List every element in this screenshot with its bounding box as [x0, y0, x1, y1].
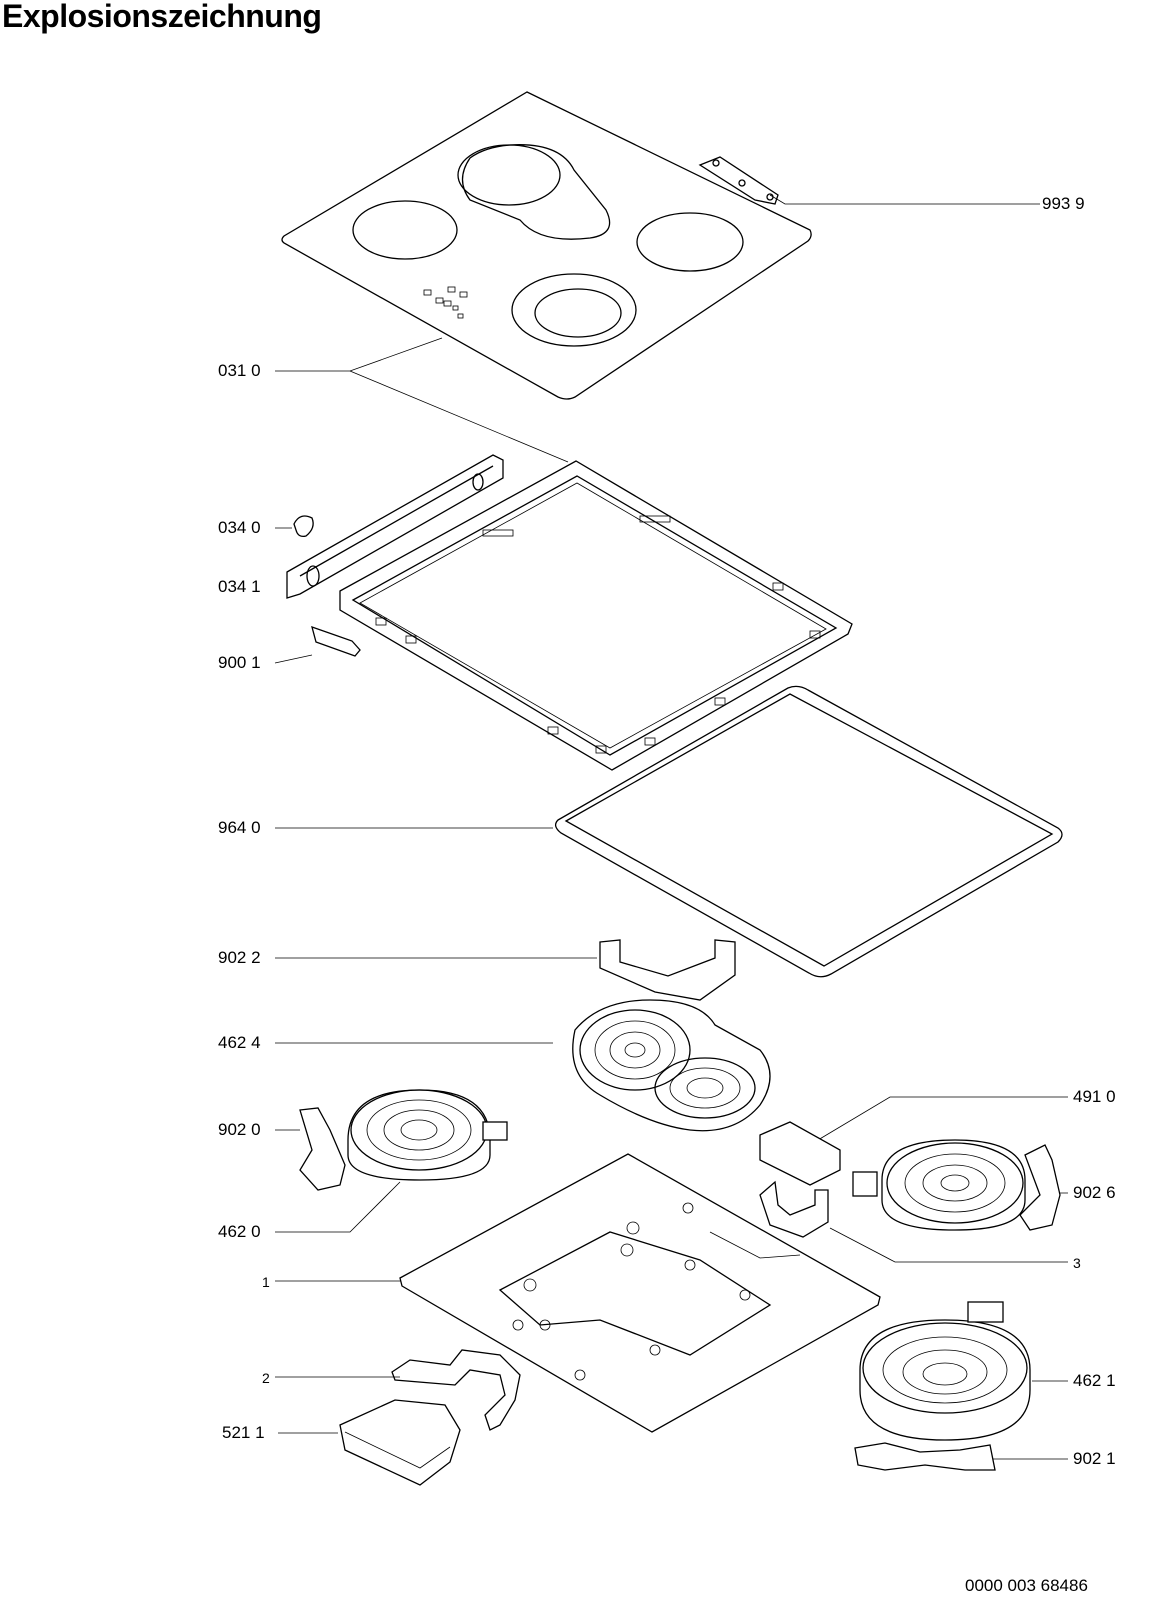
bottom-tray — [399, 1153, 881, 1433]
bracket-right — [1019, 1144, 1061, 1231]
part-label-9939: 993 9 — [1042, 194, 1085, 213]
part-label-9021: 902 1 — [1073, 1449, 1116, 1468]
part-label-4620: 462 0 — [218, 1222, 261, 1241]
leader-3 — [829, 1227, 1068, 1263]
gasket-seal — [554, 685, 1063, 978]
cooking-zone-left — [352, 200, 458, 260]
heat-shield-plate — [599, 939, 736, 1001]
part-label-9001: 900 1 — [218, 653, 261, 672]
control-module — [759, 1121, 841, 1186]
part-label-9020: 902 0 — [218, 1120, 261, 1139]
cooking-zone-front-inner — [534, 288, 622, 338]
leader-9939 — [769, 194, 1040, 205]
part-label-4621: 462 1 — [1073, 1371, 1116, 1390]
leader-lines — [274, 194, 1068, 1460]
bracket-bottom — [854, 1442, 996, 1471]
document-number: 0000 003 68486 — [965, 1576, 1088, 1595]
part-label-3: 3 — [1073, 1255, 1081, 1271]
part-label-9640: 964 0 — [218, 818, 261, 837]
part-label-9022: 902 2 — [218, 948, 261, 967]
heating-element-front — [859, 1301, 1031, 1441]
part-label-0310: 031 0 — [218, 361, 261, 380]
part-label-0341: 034 1 — [218, 577, 261, 596]
bracket-left — [299, 1107, 346, 1191]
part-label-0340: 034 0 — [218, 518, 261, 537]
bracket-3 — [759, 1180, 829, 1238]
mounting-rail — [286, 454, 504, 599]
leader-4620 — [275, 1181, 401, 1233]
cooking-zone-oval — [461, 144, 611, 240]
part-label-4910: 491 0 — [1073, 1087, 1116, 1106]
glass-cooktop — [281, 91, 812, 400]
touch-controls — [423, 286, 468, 319]
part-label-2: 2 — [262, 1370, 270, 1386]
cable-holder — [391, 1349, 521, 1431]
connector-plug — [311, 625, 361, 657]
cooking-zone-right — [636, 212, 744, 272]
cooking-zone-oval-inner — [457, 144, 561, 206]
part-label-1: 1 — [262, 1274, 270, 1290]
leader-0310-b — [349, 370, 569, 463]
part-label-9026: 902 6 — [1073, 1183, 1116, 1202]
cooking-zone-front — [511, 273, 637, 347]
part-label-4624: 462 4 — [218, 1033, 261, 1052]
heating-element-oval — [572, 999, 771, 1132]
cooktop-frame — [339, 460, 853, 771]
leader-0310-a — [275, 337, 443, 372]
clip — [293, 515, 314, 538]
electronics-housing — [339, 1399, 461, 1486]
heating-element-left — [347, 1089, 508, 1181]
leader-9001 — [274, 654, 313, 664]
heating-element-right — [852, 1139, 1026, 1231]
sensor-part — [698, 156, 779, 205]
part-label-5211: 521 1 — [222, 1423, 265, 1442]
page-title: Explosionszeichnung — [2, 0, 322, 34]
leader-4910 — [817, 1096, 1068, 1141]
